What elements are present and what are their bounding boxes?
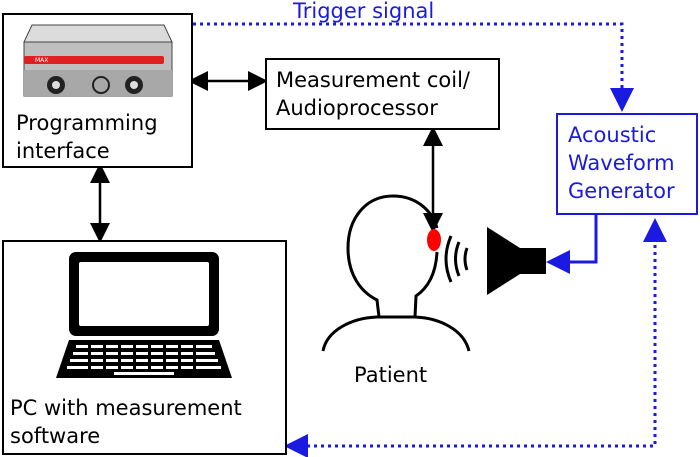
pc-label-line1: PC with measurement — [10, 396, 242, 420]
loudspeaker-icon — [487, 227, 546, 295]
programming-interface-label-line1: Programming — [16, 111, 158, 135]
patient-label: Patient — [354, 363, 428, 387]
programming-interface-label-line2: interface — [16, 139, 110, 163]
trigger-signal-label: Trigger signal — [293, 0, 435, 23]
waveform-generator-label-line1: Acoustic — [568, 123, 657, 147]
device-stripe — [24, 56, 164, 64]
device-port-center — [92, 76, 110, 94]
laptop-icon — [56, 252, 232, 378]
pc-box: PC with measurement software — [2, 240, 287, 455]
measurement-coil-box: Measurement coil/ Audioprocessor — [265, 58, 500, 130]
laptop-screen — [79, 262, 209, 326]
earpiece-coil — [427, 229, 441, 251]
measurement-coil-label-line1: Measurement coil/ — [276, 68, 470, 92]
trigger-signal-line — [193, 22, 634, 112]
patient-head-icon — [321, 194, 471, 352]
waveform-generator-box: Acoustic Waveform Generator — [556, 113, 698, 215]
device-badge: MAX — [35, 57, 49, 64]
laptop-keys — [67, 345, 221, 375]
sound-waves-icon — [444, 235, 469, 283]
waveform-generator-label-line2: Waveform — [568, 151, 675, 175]
programming-interface-box: MAX Programming interface — [2, 13, 193, 168]
measurement-coil-label-line2: Audioprocessor — [276, 96, 438, 120]
pc-label-line2: software — [10, 424, 101, 448]
device-illustration — [23, 24, 173, 97]
waveform-generator-label-line3: Generator — [568, 179, 675, 203]
